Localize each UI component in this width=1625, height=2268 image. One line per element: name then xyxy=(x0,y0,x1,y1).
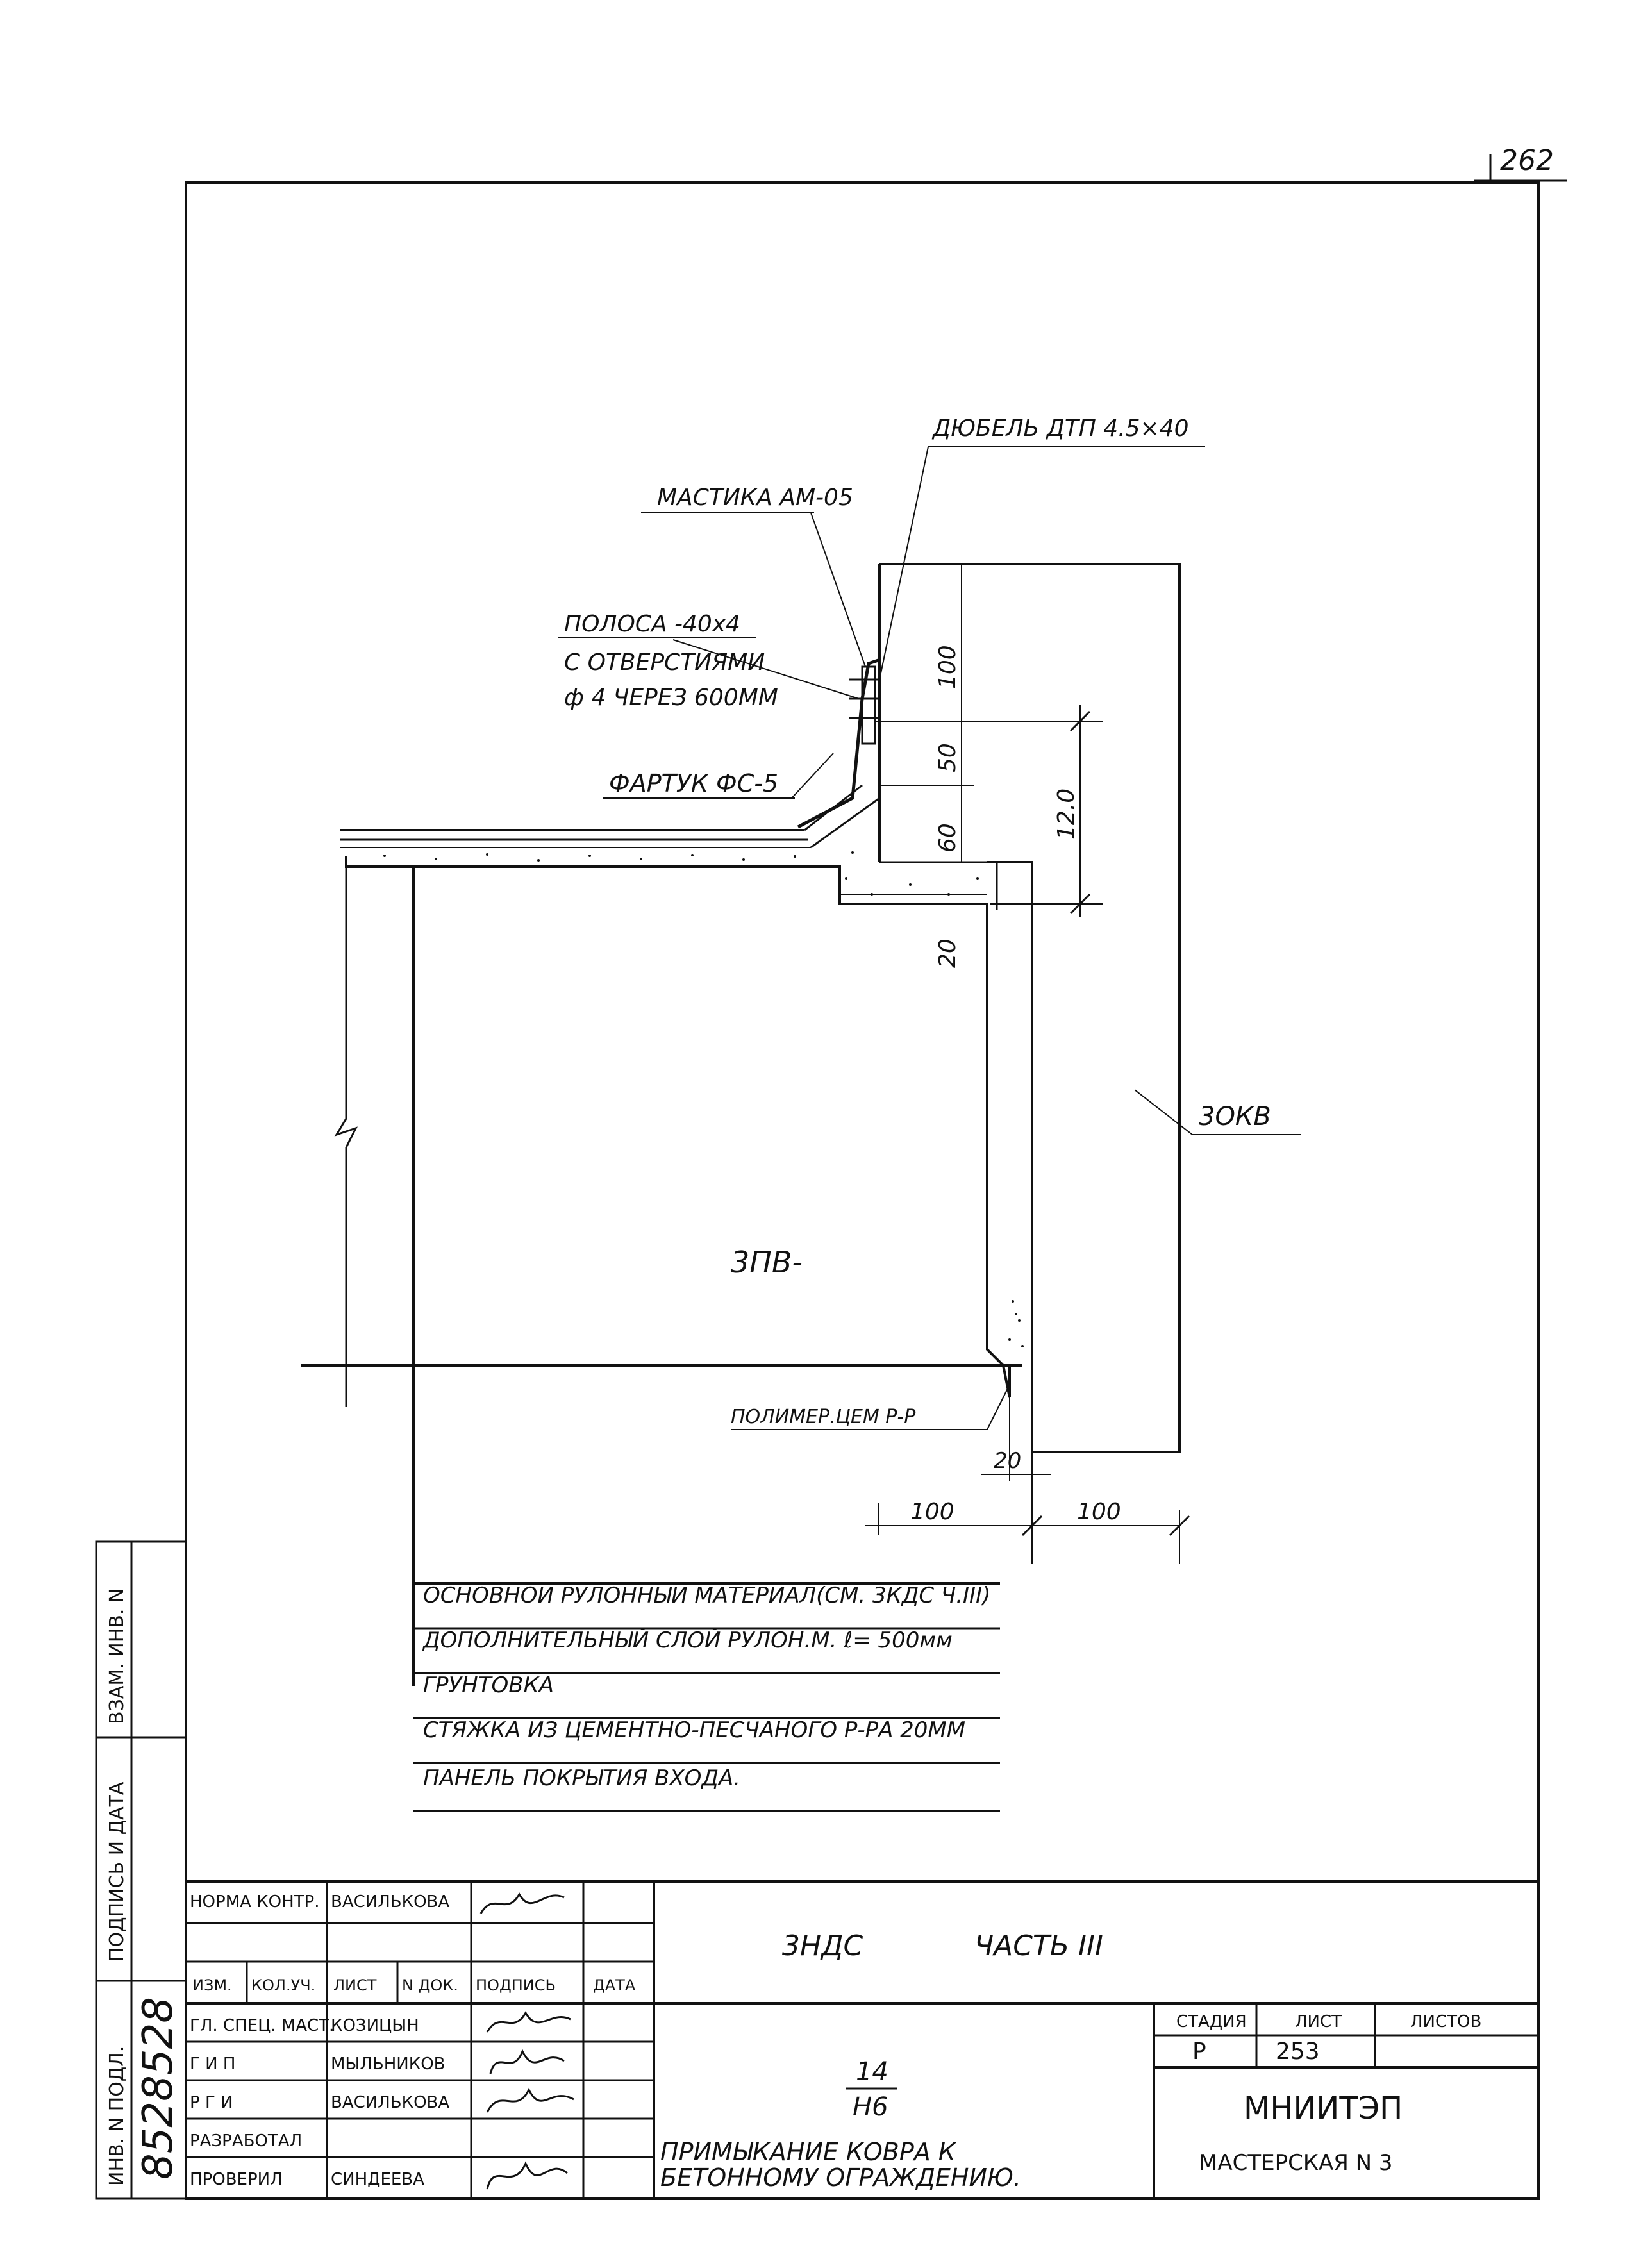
margin-stamp: ВЗАМ. ИНВ. N ПОДПИСЬ И ДАТА ИНВ. N ПОДЛ.… xyxy=(95,1540,187,2200)
tb-role-5: ПРОВЕРИЛ xyxy=(190,2170,283,2189)
tb-header-kol-uch: КОЛ.УЧ. xyxy=(251,1976,315,1994)
wall-leader xyxy=(1134,1089,1193,1135)
margin-inv-number: 8528528 xyxy=(135,1997,182,2180)
detail-drawing: ДЮБЕЛЬ ДТП 4.5×40 МАСТИКА АМ-05 ПОЛОСА -… xyxy=(301,415,1301,1686)
dim-120-tick-1 xyxy=(1069,710,1091,732)
dim-20-bottom: 20 xyxy=(994,1448,1021,1474)
tb-header-podpis: ПОДПИСЬ xyxy=(476,1976,556,1994)
tb-title-line-1: ПРИМЫКАНИЕ КОВРА К xyxy=(660,2138,957,2166)
signature-row-2 xyxy=(489,2049,565,2074)
tb-sheets-label: ЛИСТОВ xyxy=(1410,2012,1481,2031)
tb-name-2: МЫЛЬНИКОВ xyxy=(331,2055,446,2074)
dim-20-left: 20 xyxy=(935,938,961,968)
tb-header-data: ДАТА xyxy=(593,1976,636,1994)
tb-norm-control-label: НОРМА КОНТР. xyxy=(190,1892,319,1912)
label-roof-panel: 3ПВ- xyxy=(731,1245,803,1280)
signature-row-5 xyxy=(486,2161,568,2190)
tb-role-4: РАЗРАБОТАЛ xyxy=(190,2131,302,2151)
tb-part: ЧАСТЬ III xyxy=(974,1930,1103,1962)
tb-stage-label: СТАДИЯ xyxy=(1176,2012,1247,2031)
label-mortar: ПОЛИМЕР.ЦЕМ Р-Р xyxy=(731,1406,916,1428)
mastic-leader xyxy=(810,512,866,667)
tb-name-5: СИНДЕЕВА xyxy=(331,2170,424,2189)
tb-title-line-2: БЕТОННОМУ ОГРАЖДЕНИЮ. xyxy=(660,2164,1021,2192)
dim-60: 60 xyxy=(935,823,961,853)
tb-header-n-dok: N ДОК. xyxy=(402,1976,458,1994)
tb-workshop: МАСТЕРСКАЯ N 3 xyxy=(1199,2150,1393,2176)
label-dowel: ДЮБЕЛЬ ДТП 4.5×40 xyxy=(931,415,1189,442)
page-number-group: 262 xyxy=(1474,144,1567,183)
layers-legend: ОСНОВНОЙ РУЛОННЫЙ МАТЕРИАЛ(СМ. 3КДС Ч.II… xyxy=(413,1582,1000,1812)
tb-project: 3НДС xyxy=(782,1930,863,1962)
title-block: НОРМА КОНТР. ВАСИЛЬКОВА ИЗМ. КОЛ.УЧ. ЛИС… xyxy=(186,1880,1538,2199)
margin-inv-podl: ИНВ. N ПОДЛ. xyxy=(106,2046,128,2186)
layer-3: ГРУНТОВКА xyxy=(423,1672,554,1698)
signature-row-3 xyxy=(486,2087,574,2113)
label-wall-panel: 3ОКВ xyxy=(1199,1102,1271,1131)
label-apron: ФАРТУК ФС-5 xyxy=(609,769,778,797)
tb-role-2: Г И П xyxy=(190,2055,235,2074)
roof-panel-outline xyxy=(345,856,1011,1398)
tb-stage-value: Р xyxy=(1192,2039,1206,2065)
tb-role-1: ГЛ. СПЕЦ. МАСТ. xyxy=(190,2016,334,2035)
steel-strip xyxy=(861,665,876,745)
tb-node-denominator: Н6 xyxy=(853,2092,888,2122)
signature-row-1 xyxy=(486,2010,571,2033)
dim-100-right: 100 xyxy=(1077,1499,1121,1525)
page-number: 262 xyxy=(1500,144,1554,177)
break-line xyxy=(334,856,358,1407)
margin-vzam-inv: ВЗАМ. ИНВ. N xyxy=(106,1588,128,1724)
label-strip-3: ф 4 ЧЕРЕЗ 600ММ xyxy=(564,685,778,711)
screed-step-line xyxy=(839,872,987,895)
label-mastic: МАСТИКА АМ-05 xyxy=(657,485,853,511)
tb-sheet-value: 253 xyxy=(1276,2039,1320,2065)
margin-podpis-data: ПОДПИСЬ И ДАТА xyxy=(106,1781,128,1962)
layer-1: ОСНОВНОЙ РУЛОННЫЙ МАТЕРИАЛ(СМ. 3КДС Ч.II… xyxy=(423,1582,990,1608)
strip-leader xyxy=(672,639,860,699)
tb-name-3: ВАСИЛЬКОВА xyxy=(331,2093,449,2112)
dim-50: 50 xyxy=(935,743,961,772)
dim-h-tick-2 xyxy=(1169,1515,1190,1537)
tb-org: МНИИТЭП xyxy=(1244,2090,1403,2126)
dowel-leader xyxy=(879,446,929,680)
tb-node-numerator: 14 xyxy=(856,2057,888,2087)
drawing-frame xyxy=(185,181,1540,2200)
dim-h-tick-1 xyxy=(1021,1515,1043,1537)
layer-2: ДОПОЛНИТЕЛЬНЫЙ СЛОЙ РУЛОН.М. ℓ= 500мм xyxy=(422,1627,953,1653)
dim-100-left: 100 xyxy=(910,1499,954,1525)
label-strip-1: ПОЛОСА -40х4 xyxy=(564,611,740,637)
layer-4: СТЯЖКА ИЗ ЦЕМЕНТНО-ПЕСЧАНОГО Р-РА 20ММ xyxy=(423,1717,965,1743)
carpet-upturn-2 xyxy=(810,797,880,849)
dim-120: 12.0 xyxy=(1053,788,1079,840)
margin-stamp-frame xyxy=(95,1540,187,2200)
wall-panel-outline xyxy=(879,563,1181,1453)
dim-100-top: 100 xyxy=(935,645,961,689)
apron-leader xyxy=(791,753,834,799)
tb-header-list: ЛИСТ xyxy=(333,1976,377,1994)
tb-norm-control-name: ВАСИЛЬКОВА xyxy=(331,1892,449,1912)
layer-5: ПАНЕЛЬ ПОКРЫТИЯ ВХОДА. xyxy=(423,1765,740,1791)
screed-hatch xyxy=(383,851,1024,1347)
mortar-leader xyxy=(987,1384,1010,1430)
dim-120-tick-2 xyxy=(1069,893,1091,915)
label-strip-2: С ОТВЕРСТИЯМИ xyxy=(564,649,765,676)
tb-role-3: Р Г И xyxy=(190,2093,233,2112)
tb-sheet-label: ЛИСТ xyxy=(1295,2012,1342,2031)
tb-header-izm: ИЗМ. xyxy=(192,1976,232,1994)
tb-name-1: КОЗИЦЫН xyxy=(331,2016,419,2035)
signature-norm-control xyxy=(479,1892,565,1914)
